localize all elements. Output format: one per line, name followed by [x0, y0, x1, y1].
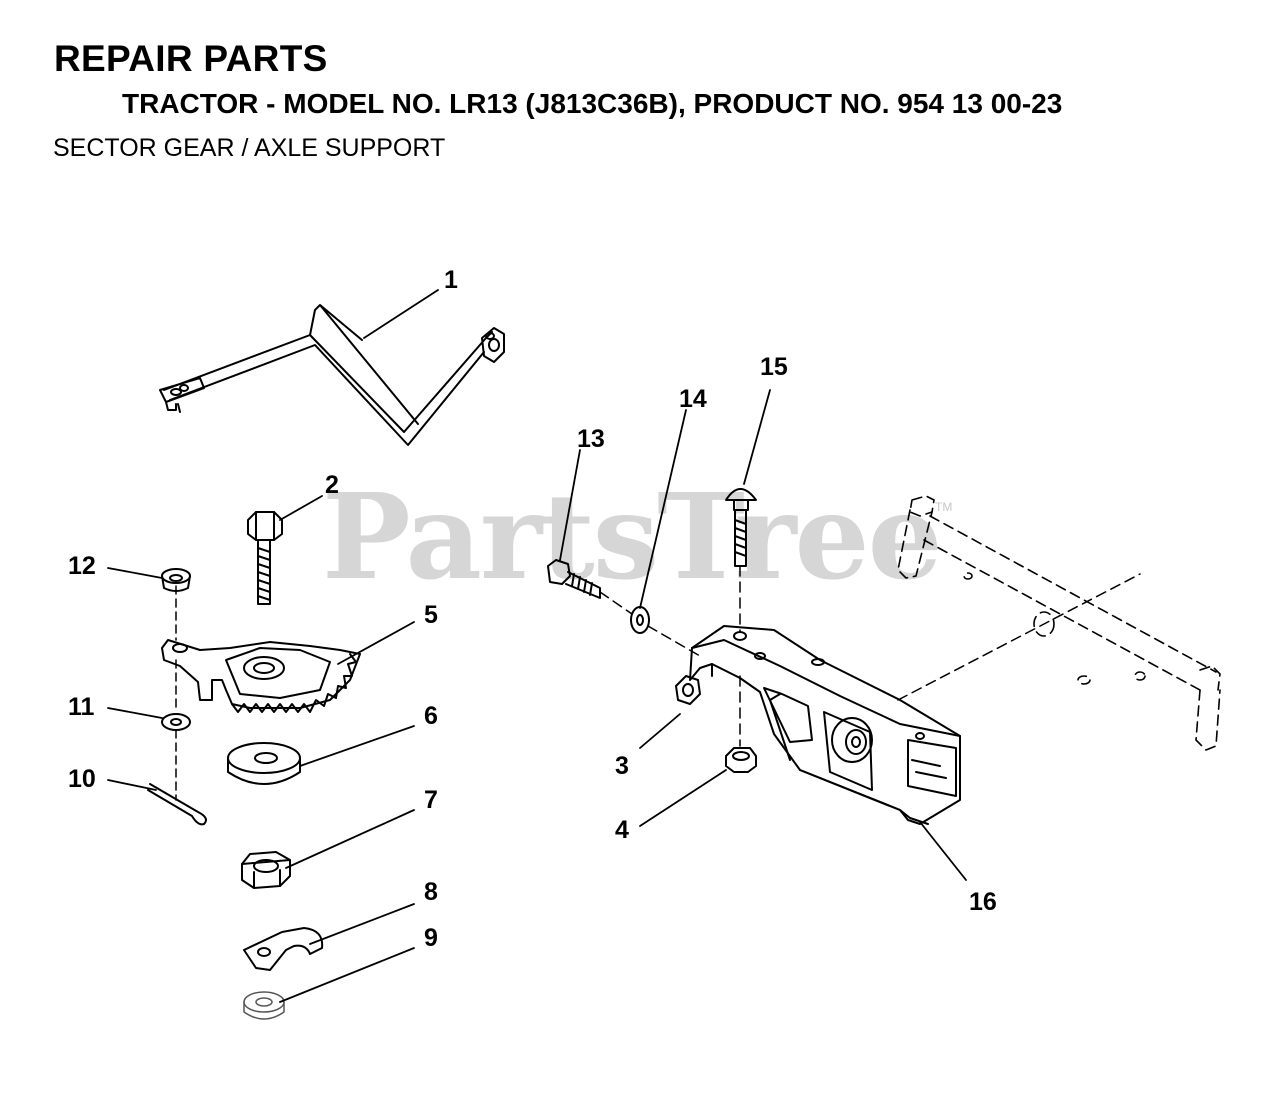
- part-10-cotter-pin: [147, 783, 207, 826]
- callout-3: 3: [615, 752, 629, 780]
- callout-1: 1: [444, 266, 458, 294]
- callout-9: 9: [424, 924, 438, 952]
- axle-reference-outline: [897, 495, 1221, 751]
- callout-6: 6: [424, 702, 438, 730]
- part-14-washer: [630, 606, 650, 634]
- model-subtitle: TRACTOR - MODEL NO. LR13 (J813C36B), PRO…: [122, 88, 1063, 119]
- section-title: SECTOR GEAR / AXLE SUPPORT: [53, 134, 446, 162]
- part-8-clip: [243, 927, 324, 971]
- callout-8: 8: [424, 878, 438, 906]
- part-4-nut: [725, 747, 757, 773]
- callout-15: 15: [760, 353, 788, 381]
- part-5-sector-gear: [161, 639, 361, 713]
- callout-4: 4: [615, 816, 629, 844]
- part-6-spacer: [227, 742, 301, 785]
- part-11-washer: [161, 713, 191, 731]
- callout-12: 12: [68, 552, 96, 580]
- callout-14: 14: [679, 385, 707, 413]
- callout-13: 13: [577, 425, 605, 453]
- leader-lines: [107, 289, 967, 1003]
- watermark-trademark: TM: [935, 500, 953, 514]
- page-title: REPAIR PARTS: [54, 38, 328, 79]
- part-1-drag-link: [159, 304, 505, 446]
- part-15-carriage-bolt: [725, 488, 757, 567]
- part-2-bolt: [247, 511, 283, 605]
- part-16-axle-support: [689, 625, 961, 825]
- callout-7: 7: [424, 786, 438, 814]
- callout-10: 10: [68, 765, 96, 793]
- callout-2: 2: [325, 471, 339, 499]
- callout-16: 16: [969, 888, 997, 916]
- part-9-nut: [243, 991, 285, 1020]
- callout-11: 11: [68, 693, 95, 721]
- part-3-nut: [675, 675, 701, 705]
- part-7-nut: [241, 851, 291, 889]
- part-13-bolt: [547, 559, 601, 599]
- callout-5: 5: [424, 601, 438, 629]
- watermark: PartsTree: [322, 467, 943, 606]
- alignment-lines-right: [599, 565, 1141, 747]
